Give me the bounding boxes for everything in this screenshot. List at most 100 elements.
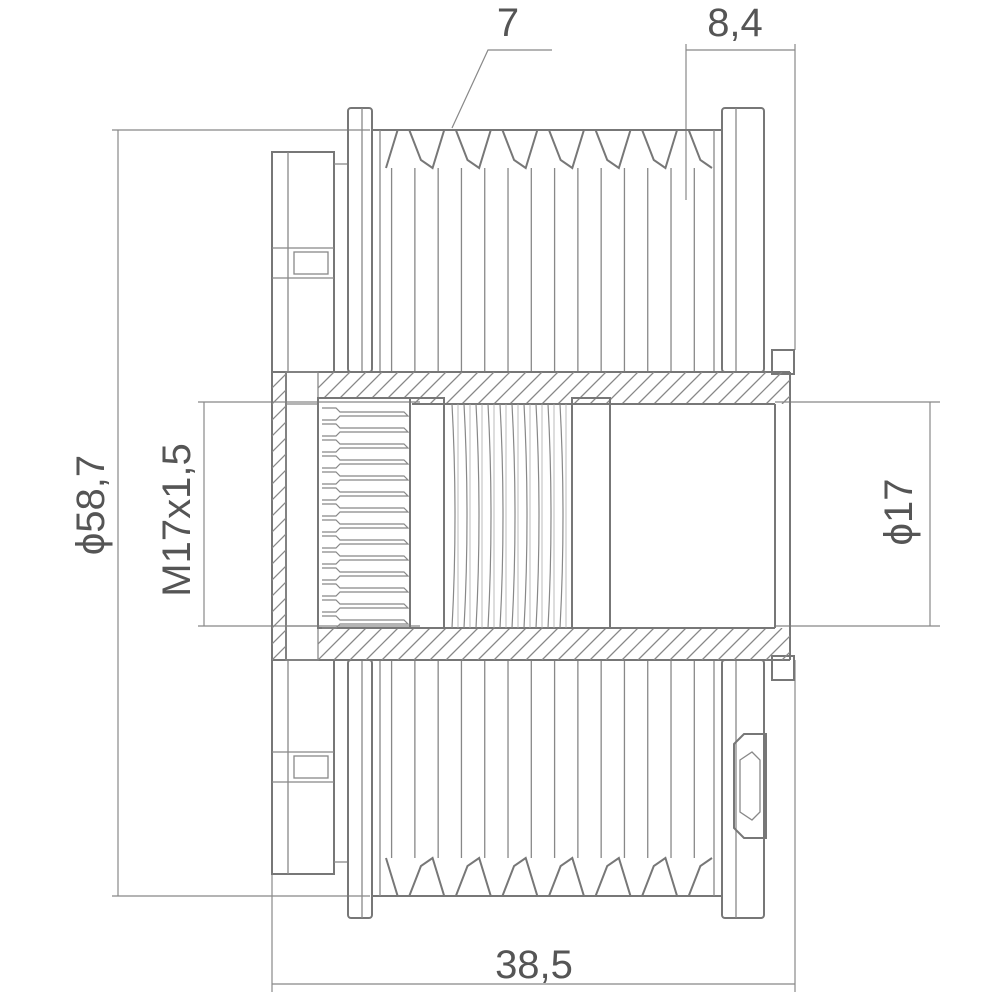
hatch-line (333, 372, 367, 404)
hatch-line (525, 628, 559, 660)
thread-line (559, 403, 564, 629)
hatch-line (509, 372, 543, 404)
hatch-line (701, 628, 735, 660)
hatch-line (272, 645, 286, 660)
spline-tooth (322, 599, 410, 613)
hatch-line (445, 628, 479, 660)
hatch-line (637, 372, 671, 404)
thread-line (451, 403, 456, 629)
hatch-line (318, 372, 335, 404)
hatch-line (381, 628, 415, 660)
hub-section (271, 371, 791, 661)
hatch-top (318, 372, 790, 404)
hatch-line (749, 372, 783, 404)
hatch-line (429, 372, 463, 404)
hatch-line (318, 628, 335, 660)
hatch-line (272, 372, 273, 373)
hatch-line (605, 372, 639, 404)
hatch-line (272, 549, 286, 565)
thread-line (535, 403, 540, 629)
hatch-line (717, 628, 751, 660)
hatch-line (621, 628, 655, 660)
hatch-line (733, 372, 767, 404)
thread-line (475, 403, 480, 629)
thread-lines (451, 403, 567, 629)
spline-tooth (322, 583, 410, 597)
hatch-line (397, 372, 431, 404)
hatch-line (557, 372, 591, 404)
dimension-lines (112, 44, 940, 992)
spline-teeth (322, 407, 410, 629)
hatch-line (318, 372, 319, 404)
hatch-bottom (318, 628, 790, 660)
hatch-line (272, 469, 286, 485)
hatch-line (781, 372, 790, 404)
hatch-line (365, 372, 399, 404)
hatch-line (333, 628, 367, 660)
hatch-line (573, 628, 607, 660)
hatch-line (589, 628, 623, 660)
thread-line (499, 403, 504, 629)
hatch-line (397, 628, 431, 660)
spline-tooth (322, 567, 410, 581)
hatch-line (493, 372, 527, 404)
groove-count-label: 7 (497, 1, 519, 45)
hatch-line (493, 628, 527, 660)
hatch-line (272, 613, 286, 629)
hatch-line (621, 372, 655, 404)
hatch-line (701, 372, 735, 404)
hatch-line (557, 628, 591, 660)
hatch-line (765, 628, 790, 660)
hatch-line (272, 533, 286, 549)
spline-tooth (322, 535, 410, 549)
spline-tooth (322, 407, 410, 421)
hatch-line (477, 628, 511, 660)
hatch-line (445, 372, 479, 404)
hatch-line (669, 628, 703, 660)
groove-profile (385, 129, 713, 170)
thread-line (463, 403, 468, 629)
spline-tooth (322, 519, 410, 533)
hatch-line (605, 628, 639, 660)
hatch-line (413, 628, 447, 660)
hatch-line (349, 628, 383, 660)
hatch-line (365, 628, 399, 660)
hatch-line (272, 597, 286, 613)
groove-ribs-bottom (385, 660, 713, 897)
groove-profile (385, 856, 713, 897)
hatch-line (541, 372, 575, 404)
hub-tip-bottom (771, 655, 795, 681)
thread-line (547, 403, 552, 629)
hatch-line (509, 628, 543, 660)
dimension-labels: 7 8,4 38,5 ϕ58,7 M17x1,5 ϕ17 (69, 1, 921, 987)
hatch-line (349, 372, 383, 404)
key-slot (733, 733, 767, 839)
hatch-line (765, 372, 790, 404)
spline-tooth (322, 423, 410, 437)
left-cap-top (271, 151, 335, 373)
left-cap-bottom (271, 659, 335, 875)
thread-line (487, 403, 492, 629)
hatch-line (717, 372, 751, 404)
hatch-line (685, 372, 719, 404)
groove-ribs-top (385, 129, 713, 372)
hatch-line (477, 372, 511, 404)
right-flange-top (721, 107, 765, 373)
hatch-line (589, 372, 623, 404)
spline-tooth (322, 551, 410, 565)
hatch-line (669, 372, 703, 404)
hatch-line (461, 628, 495, 660)
hatch-line (413, 372, 447, 404)
thread-line (523, 403, 528, 629)
spline-tooth (322, 503, 410, 517)
hatch-line (749, 628, 783, 660)
hatch-line (685, 628, 719, 660)
outer-diameter-label: ϕ58,7 (69, 455, 113, 555)
spline-tooth (322, 455, 410, 469)
hatch-line (272, 373, 286, 389)
hatch-line (733, 628, 767, 660)
spline-tooth (322, 615, 410, 629)
hatch-line (429, 628, 463, 660)
